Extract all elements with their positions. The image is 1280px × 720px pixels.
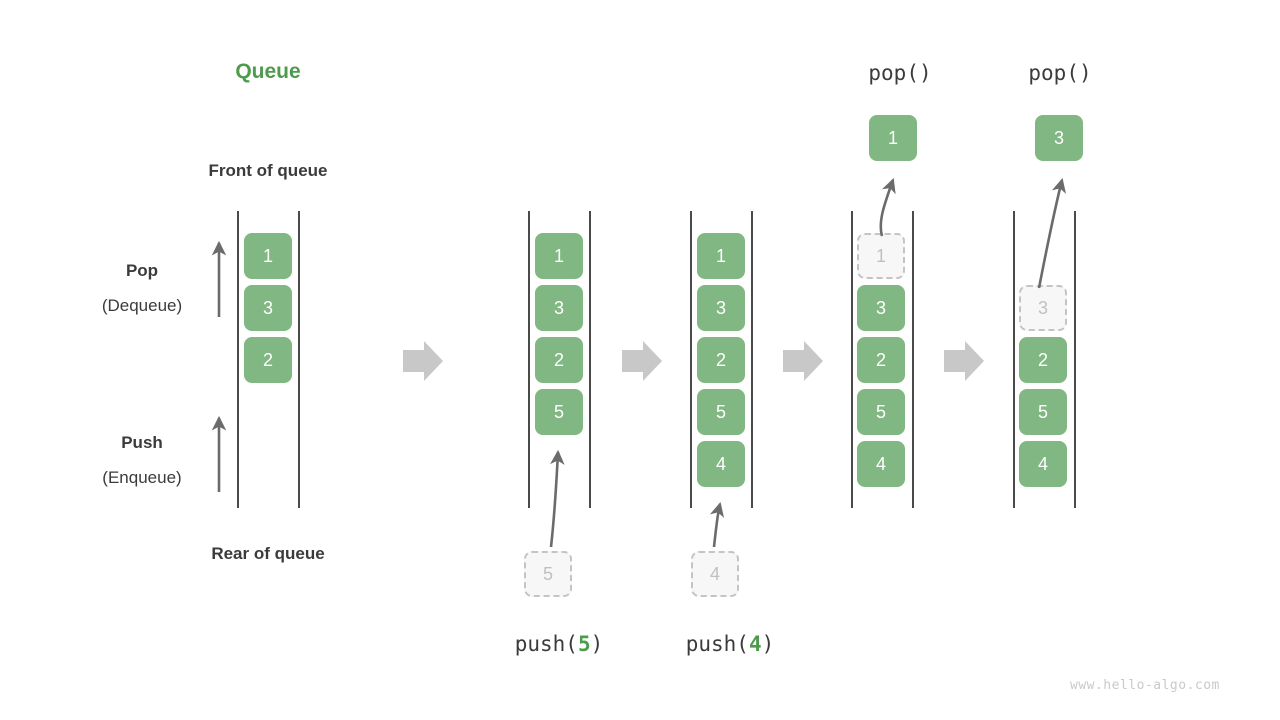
push-sublabel: (Enqueue)	[102, 468, 182, 487]
ghost-node-popped: 3	[1019, 285, 1067, 331]
queue-node: 2	[1019, 337, 1067, 383]
queue-rail-left	[1013, 211, 1015, 508]
watermark: www.hello-algo.com	[1070, 678, 1220, 693]
push-label: Push	[121, 433, 163, 452]
queue-node: 1	[244, 233, 292, 279]
pop-label: Pop	[125, 261, 159, 280]
ghost-node-incoming: 4	[691, 551, 739, 597]
front-of-queue-label: Front of queue	[208, 161, 328, 180]
ghost-node-popped: 1	[857, 233, 905, 279]
stage-caption-push-4: push(4)	[685, 632, 775, 656]
queue-node: 3	[857, 285, 905, 331]
push-5-arrow	[549, 449, 565, 548]
push-4-arrow	[709, 501, 725, 548]
queue-node: 3	[244, 285, 292, 331]
transition-block-arrow	[783, 341, 823, 381]
transition-block-arrow	[403, 341, 443, 381]
popped-node: 3	[1035, 115, 1083, 161]
queue-rail-right	[912, 211, 914, 508]
push-arg: 4	[748, 632, 762, 656]
queue-node: 2	[535, 337, 583, 383]
queue-node: 5	[1019, 389, 1067, 435]
queue-node: 3	[697, 285, 745, 331]
queue-node: 5	[857, 389, 905, 435]
queue-rail-left	[851, 211, 853, 508]
stage-caption-pop-1: pop()	[868, 61, 932, 85]
queue-node: 4	[857, 441, 905, 487]
queue-node: 2	[857, 337, 905, 383]
queue-node-pushed: 5	[535, 389, 583, 435]
push-arg: 5	[577, 632, 591, 656]
queue-rail-left	[237, 211, 239, 508]
rear-of-queue-label: Rear of queue	[211, 544, 325, 563]
queue-rail-right	[1074, 211, 1076, 508]
transition-block-arrow	[622, 341, 662, 381]
queue-rail-right	[751, 211, 753, 508]
queue-node-pushed: 4	[697, 441, 745, 487]
stage-caption-pop-2: pop()	[1028, 61, 1092, 85]
queue-rail-left	[690, 211, 692, 508]
popped-node: 1	[869, 115, 917, 161]
queue-node: 1	[697, 233, 745, 279]
queue-rail-left	[528, 211, 530, 508]
page-title: Queue	[235, 60, 301, 83]
ghost-node-incoming: 5	[524, 551, 572, 597]
queue-rail-right	[589, 211, 591, 508]
pop-2-arrow	[1037, 177, 1067, 289]
queue-node: 1	[535, 233, 583, 279]
queue-rail-right	[298, 211, 300, 508]
pop-sublabel: (Dequeue)	[101, 296, 183, 315]
pop-1-arrow	[879, 178, 896, 237]
queue-node: 2	[244, 337, 292, 383]
stage-caption-push-5: push(5)	[514, 632, 604, 656]
queue-node: 2	[697, 337, 745, 383]
transition-block-arrow	[944, 341, 984, 381]
queue-node: 5	[697, 389, 745, 435]
queue-node: 3	[535, 285, 583, 331]
queue-node: 4	[1019, 441, 1067, 487]
